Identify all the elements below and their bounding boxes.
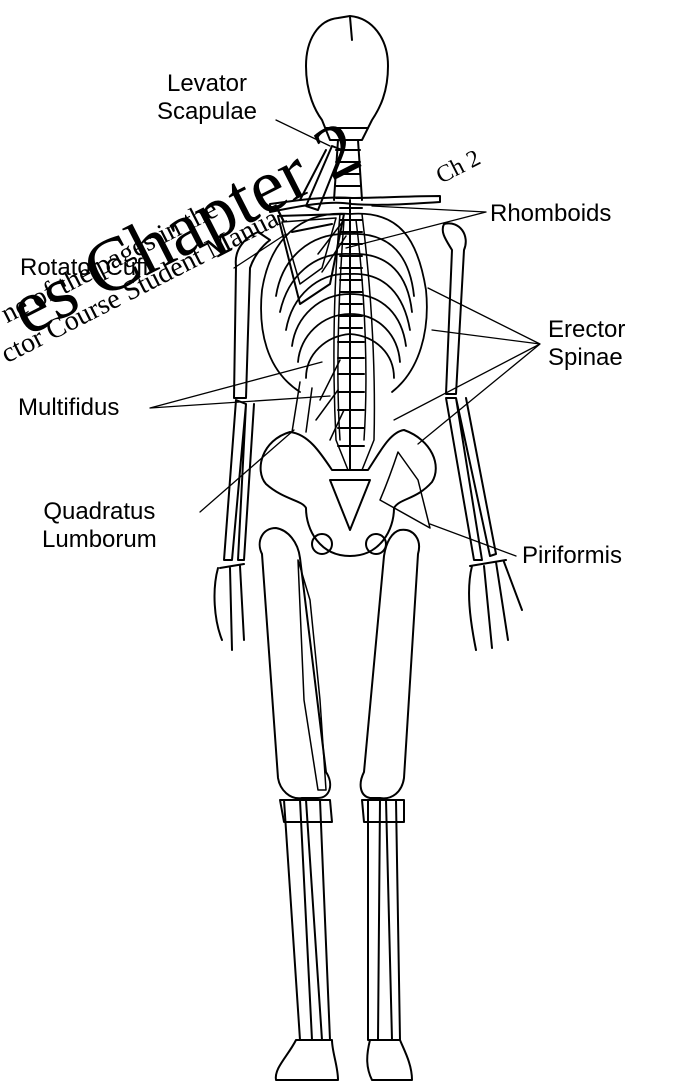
right-arm [443,223,522,650]
label-multifidus: Multifidus [18,394,119,422]
label-quadratus-line2: Lumborum [42,526,157,554]
pelvis [261,430,436,556]
leader-erector [394,288,540,444]
label-quadratus-lumborum: Quadratus Lumborum [42,498,157,554]
label-erector-line2: Spinae [548,344,625,372]
hamstring-muscle [298,560,326,790]
label-levator-scapulae: Levator Scapulae [126,70,288,126]
label-rhomboids: Rhomboids [490,200,611,228]
label-piriformis: Piriformis [522,542,622,570]
right-leg [361,530,419,1080]
label-quadratus-line1: Quadratus [42,498,157,526]
left-leg [260,528,338,1080]
label-erector-line1: Erector [548,316,625,344]
label-erector-spinae: Erector Spinae [548,316,625,372]
label-levator-line2: Scapulae [126,98,288,126]
label-rotator-cuff: Rotator Cuff [20,254,149,282]
label-levator-line1: Levator [126,70,288,98]
